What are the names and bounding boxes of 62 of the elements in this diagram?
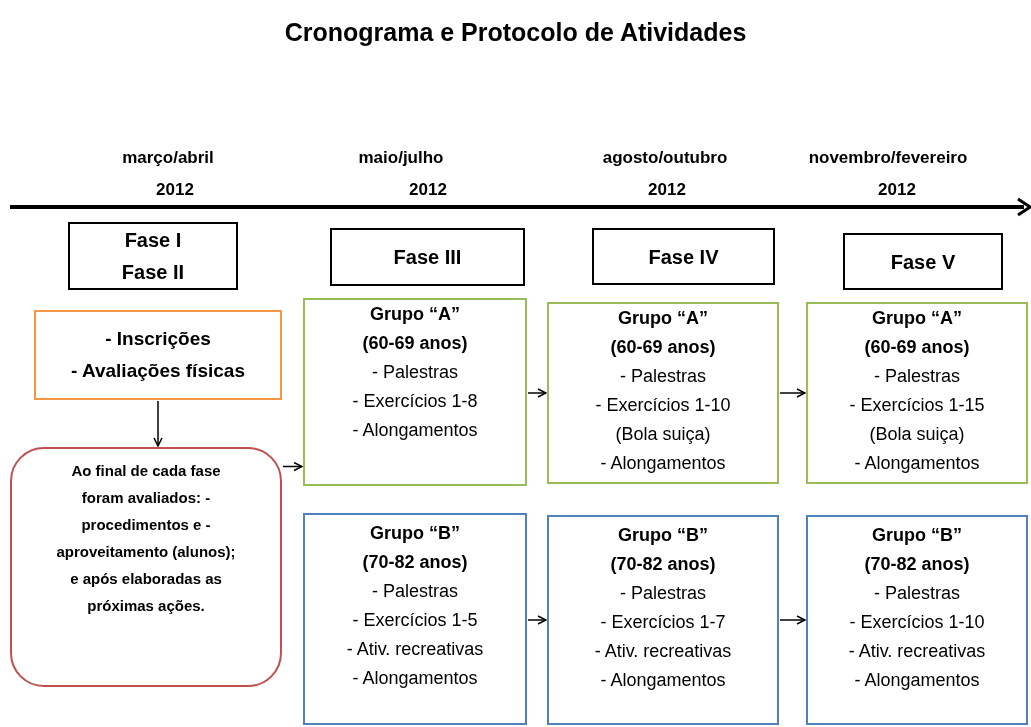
group-box xyxy=(806,515,1028,725)
box-text: - Alongamentos xyxy=(352,419,478,442)
box-text: - Exercícios 1-10 (Bola suiça) xyxy=(594,394,732,446)
box-text: - Alongamentos xyxy=(854,669,980,692)
box-heading: - Inscrições xyxy=(105,327,211,351)
arrow xyxy=(527,388,547,398)
group-box xyxy=(806,302,1028,484)
box-heading: Grupo “A” (60-69 anos) xyxy=(863,307,971,359)
timeline-label: 2012 xyxy=(409,179,447,201)
timeline-label: agosto/outubro xyxy=(602,147,728,169)
box-text: - Palestras xyxy=(372,361,458,384)
box-text: - Ativ. recreativas xyxy=(594,640,732,663)
group-box xyxy=(547,302,779,484)
phase-box xyxy=(592,228,775,285)
box-heading: Fase V xyxy=(890,249,956,275)
box-heading: Fase III xyxy=(393,245,462,270)
evaluation-box xyxy=(10,447,282,687)
phase-box xyxy=(843,233,1003,290)
box-text: - Palestras xyxy=(620,365,706,388)
box-text: - Alongamentos xyxy=(600,452,726,475)
timeline-label: maio/julho xyxy=(358,147,444,169)
arrow xyxy=(282,461,303,472)
phase-box xyxy=(68,222,238,290)
box-text: - Alongamentos xyxy=(352,667,478,690)
box-text: - Alongamentos xyxy=(854,452,980,475)
arrow xyxy=(153,400,163,447)
box-heading: Fase IV xyxy=(648,244,719,270)
timeline-label: março/abril xyxy=(122,147,214,169)
box-text: - Palestras xyxy=(874,582,960,605)
box-heading: Grupo “B” (70-82 anos) xyxy=(609,524,717,576)
box-heading: Fase I xyxy=(124,228,182,253)
box-text: Fase II xyxy=(121,260,185,285)
box-text: - Exercícios 1-15 (Bola suiça) xyxy=(848,394,986,446)
box-heading: Grupo “A” (60-69 anos) xyxy=(361,303,469,355)
timeline-label: novembro/fevereiro xyxy=(808,147,968,169)
phase-box xyxy=(330,228,525,286)
box-heading: Grupo “A” (60-69 anos) xyxy=(609,307,717,359)
box-text: - Alongamentos xyxy=(600,669,726,692)
box-heading: Ao final de cada fase foram avaliados: -procedimentos e -aproveitamento (alunos); e após elaboradas as próximas ações. xyxy=(55,461,237,616)
timeline-label: 2012 xyxy=(156,179,194,201)
arrow xyxy=(527,615,547,625)
box-text: - Ativ. recreativas xyxy=(848,640,986,663)
group-box xyxy=(547,515,779,725)
box-text: - Palestras xyxy=(874,365,960,388)
arrow xyxy=(779,615,806,625)
activity-box xyxy=(34,310,282,400)
box-text: - Palestras xyxy=(620,582,706,605)
box-text: - Avaliações físicas xyxy=(71,359,245,383)
group-box xyxy=(303,513,527,725)
arrow xyxy=(779,388,806,398)
box-heading: Grupo “B” (70-82 anos) xyxy=(361,522,469,574)
box-text: - Exercícios 1-8 xyxy=(352,390,478,413)
diagram-title: Cronograma e Protocolo de Atividades xyxy=(283,17,748,48)
box-text: - Exercícios 1-7 xyxy=(600,611,726,634)
box-text: - Exercícios 1-5 xyxy=(352,609,478,632)
box-text: - Exercícios 1-10 xyxy=(849,611,985,634)
timeline-label: 2012 xyxy=(648,179,686,201)
box-text: - Ativ. recreativas xyxy=(346,638,484,661)
group-box xyxy=(303,298,527,486)
box-text: - Palestras xyxy=(372,580,458,603)
box-heading: Grupo “B” (70-82 anos) xyxy=(863,524,971,576)
timeline-label: 2012 xyxy=(878,179,916,201)
